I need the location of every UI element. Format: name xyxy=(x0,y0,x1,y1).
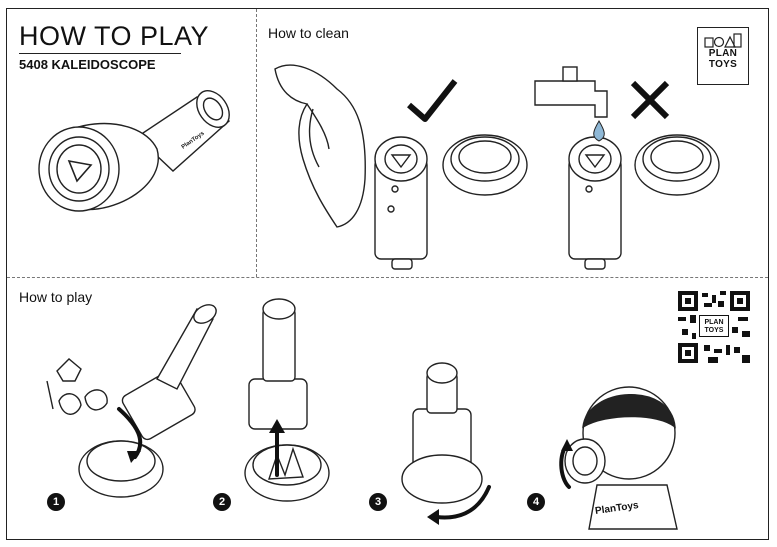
step-3-badge: 3 xyxy=(369,493,387,511)
qr-logo-text-plan: PLAN xyxy=(704,319,724,326)
section-divider-horizontal xyxy=(7,277,768,278)
water-drop-icon xyxy=(593,120,605,142)
how-to-play-label: How to play xyxy=(19,289,93,305)
how-to-clean-label: How to clean xyxy=(268,25,349,41)
leaf-icon xyxy=(58,393,82,415)
logo-blocks-icon xyxy=(704,33,742,48)
play-illustrations xyxy=(46,298,678,530)
product-name: 5408 KALEIDOSCOPE xyxy=(19,57,156,72)
qr-code[interactable] xyxy=(678,291,750,363)
cross-icon xyxy=(630,80,670,120)
title-underline xyxy=(19,53,181,54)
plantoys-logo: PLAN TOYS xyxy=(697,27,749,85)
section-divider-vertical xyxy=(256,9,257,277)
logo-text-plan: PLAN xyxy=(708,48,738,59)
tap-icon xyxy=(534,80,608,118)
logo-text-toys: TOYS xyxy=(708,59,738,70)
page-title: HOW TO PLAY xyxy=(19,21,210,51)
qr-logo-text-toys: TOYS xyxy=(704,327,724,334)
instruction-sheet: HOW TO PLAY 5408 KALEIDOSCOPE How to cle… xyxy=(6,8,769,540)
step-1-badge: 1 xyxy=(47,493,65,511)
step-4-badge: 4 xyxy=(527,493,545,511)
cleaning-illustrations xyxy=(274,64,720,270)
leaf-icon-2 xyxy=(84,389,108,411)
kaleidoscope-illustration: PlanToys xyxy=(38,90,231,212)
checkmark-icon xyxy=(407,79,458,122)
rotate-arrow-icon xyxy=(435,485,491,520)
qr-center-logo: PLAN TOYS xyxy=(699,315,729,337)
flower-icon xyxy=(56,358,82,382)
step-2-badge: 2 xyxy=(213,493,231,511)
